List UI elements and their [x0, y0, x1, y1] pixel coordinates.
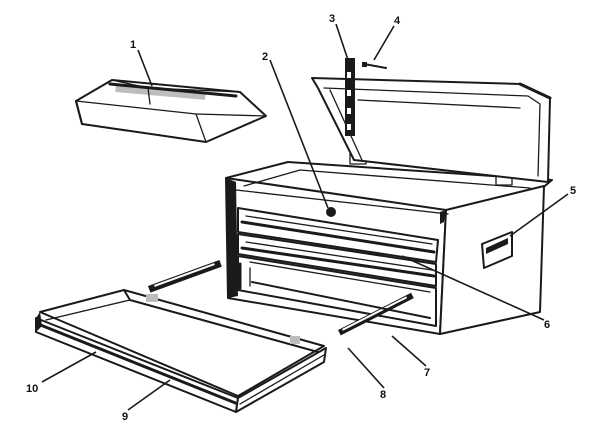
callout-7: 7 — [424, 367, 430, 379]
leader-9 — [127, 379, 171, 411]
callout-6: 6 — [544, 319, 550, 331]
callout-8: 8 — [380, 389, 386, 401]
leader-2 — [269, 59, 329, 209]
lock-icon — [326, 207, 336, 217]
callouts: 1 2 3 4 5 6 7 8 9 10 — [26, 13, 576, 423]
rear-rail — [251, 281, 431, 319]
leader-8 — [347, 347, 385, 389]
removed-drawer — [35, 289, 327, 413]
callout-10: 10 — [26, 383, 38, 395]
callout-3: 3 — [329, 13, 335, 25]
callout-5: 5 — [570, 185, 576, 197]
leader-lines — [41, 23, 569, 411]
part-3-lid-stay — [345, 58, 355, 136]
leader-4 — [373, 25, 395, 61]
chest-lid — [311, 77, 552, 183]
leader-5 — [509, 193, 569, 237]
leader-7 — [391, 335, 427, 367]
leader-6 — [401, 255, 545, 321]
part-7-slide-rail — [338, 292, 414, 336]
part-4-screw — [362, 62, 387, 69]
callout-4: 4 — [394, 15, 401, 27]
part-8-slide-rail-left — [147, 260, 222, 293]
callout-1: 1 — [130, 39, 136, 51]
callout-9: 9 — [122, 411, 128, 423]
leader-1 — [137, 49, 153, 87]
leader-3 — [335, 23, 349, 61]
callout-2: 2 — [262, 51, 268, 63]
part-5-side-handle — [481, 231, 513, 269]
part-1-top-tray — [75, 79, 267, 143]
leader-10 — [41, 351, 97, 383]
